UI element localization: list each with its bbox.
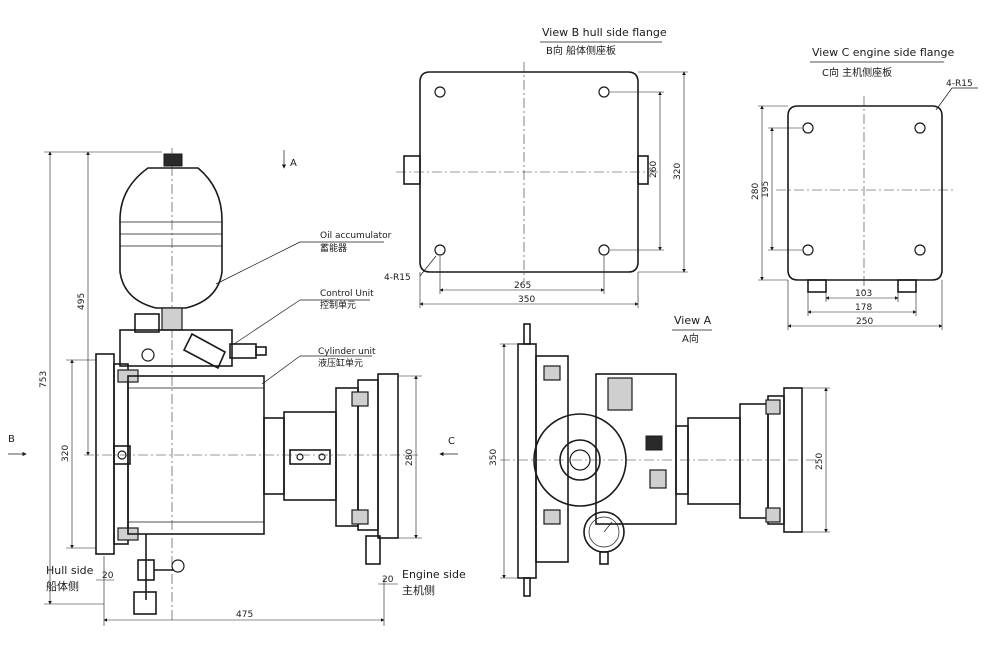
engine-side-label-cn: 主机侧 [402, 583, 435, 597]
view-b-dim-inner-height: 260 [649, 161, 659, 178]
view-c-title-cn: C向 主机侧座板 [822, 66, 892, 79]
engine-side-label: Engine side [402, 568, 466, 581]
hull-side-label: Hull side [46, 564, 94, 577]
view-b-drawing: View B hull side flange B向 船体侧座板 265 350… [384, 26, 688, 308]
view-a-dim-right-height: 250 [815, 453, 825, 470]
hull-side-label-cn: 船体侧 [46, 579, 79, 593]
dim-hull-gap: 20 [102, 571, 114, 581]
view-a-dim-left-height: 350 [489, 449, 499, 466]
view-a-title: View A [674, 314, 712, 327]
control-unit [119, 313, 267, 370]
view-c-title: View C engine side flange [812, 46, 954, 59]
cylinder-unit-label: Cylinder unit [318, 347, 376, 357]
view-c-radius: 4-R15 [946, 79, 973, 89]
cylinder-unit-label-cn: 液压缸单元 [318, 357, 363, 369]
view-b-dim-outer-height: 320 [673, 163, 683, 180]
control-unit-label: Control Unit [320, 289, 374, 299]
view-b-radius: 4-R15 [384, 273, 411, 283]
dim-flange-height: 320 [61, 445, 71, 462]
dim-total-length: 475 [236, 610, 253, 620]
engine-side-flange [351, 373, 399, 565]
main-side-view: 753 495 320 280 475 20 20 Oil accumulato… [8, 148, 466, 626]
dim-engine-gap: 20 [382, 575, 394, 585]
view-a-marker: A [290, 158, 297, 169]
view-b-dim-inner-width: 265 [514, 281, 531, 291]
view-b-title: View B hull side flange [542, 26, 667, 39]
oil-accumulator [119, 148, 223, 340]
view-a-drawing: View A A向 350 250 [489, 314, 830, 597]
view-c-dim-outer-width: 250 [856, 317, 873, 327]
view-c-dim-outer-height: 280 [751, 183, 761, 200]
view-b-dim-outer-width: 350 [518, 295, 535, 305]
view-b-marker: B [8, 434, 15, 445]
dim-total-height: 753 [39, 371, 49, 388]
oil-accumulator-label-cn: 蓄能器 [320, 242, 347, 254]
view-c-dim-mid-width: 178 [855, 303, 872, 313]
hull-side-flange [95, 353, 139, 555]
dim-upper-height: 495 [77, 293, 87, 310]
view-a-title-cn: A向 [682, 332, 699, 345]
oil-accumulator-label: Oil accumulator [320, 231, 392, 241]
view-c-drawing: View C engine side flange C向 主机侧座板 280 1… [751, 46, 978, 330]
view-c-marker: C [448, 436, 455, 447]
dim-engine-flange: 280 [405, 449, 415, 466]
drain-valve [133, 534, 185, 615]
view-c-dim-inner-height: 195 [761, 181, 771, 198]
view-c-dim-inner-width: 103 [855, 289, 872, 299]
control-unit-label-cn: 控制单元 [320, 299, 356, 311]
view-b-title-cn: B向 船体侧座板 [546, 44, 616, 57]
